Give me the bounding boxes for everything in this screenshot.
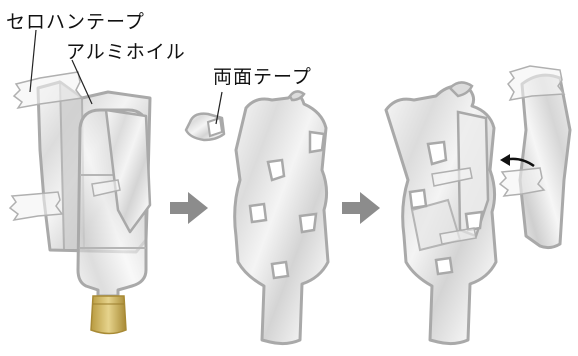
cellophane-tape-strip [91,179,121,197]
tape-dot [308,130,326,154]
tape-dot [270,260,290,280]
foil-leader-line [71,59,93,105]
step-arrow-2 [342,192,380,224]
cellophane-tape-strip [439,227,477,245]
aluminum-foil-label: アルミホイル [66,41,186,63]
tape-leader-line [215,91,223,125]
cellophane-tape-strip [507,65,566,102]
step3-foil-bottle-with-sheet [384,81,498,346]
tape-dot [464,210,484,232]
tape-dot [426,140,448,166]
foil-sheet-piece [498,65,572,250]
tape-dot [266,158,286,182]
step1-foil-wrapped-bottle [8,29,152,335]
tape-dot [408,188,428,210]
cellophane-tape-strip [498,167,546,197]
cellophane-leader-line [29,29,37,93]
tape-dot [248,202,268,224]
double-sided-tape-label: 両面テープ [213,66,312,88]
tape-dot [434,256,454,276]
step2-foil-bottle-with-tape [233,90,330,346]
tape-dot [298,212,318,234]
cellophane-tape-strip [431,167,473,187]
apply-arrow-icon [500,154,535,168]
bottle-cap [90,295,127,335]
cellophane-tape-strip [8,191,64,222]
cellophane-tape-label: セロハンテープ [6,11,145,33]
foil-flap [104,108,152,234]
step-arrow-1 [170,192,208,224]
double-sided-tape-piece [184,91,226,142]
